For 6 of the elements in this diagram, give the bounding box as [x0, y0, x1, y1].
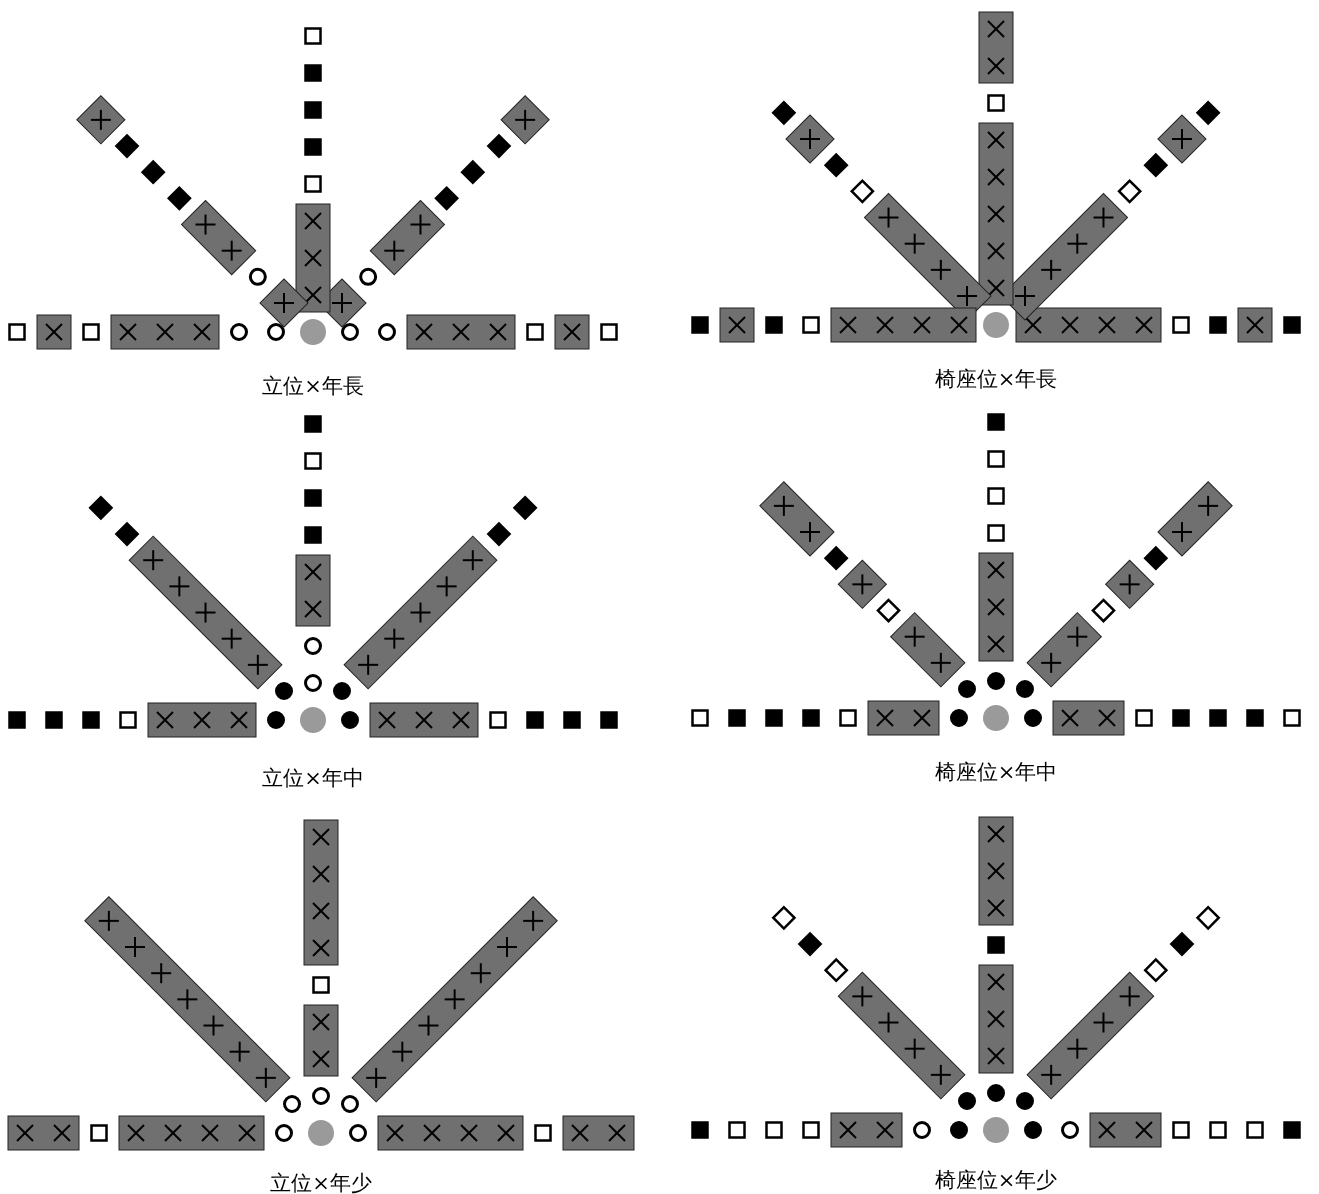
panel-caption: 椅座位×年少 [934, 1167, 1058, 1194]
panel-caption: 立位×年中 [262, 765, 364, 792]
panel-caption: 椅座位×年長 [934, 366, 1058, 393]
panel-caption: 立位×年長 [262, 373, 364, 400]
panel-caption: 立位×年少 [270, 1170, 372, 1194]
panel-caption: 椅座位×年中 [934, 759, 1058, 786]
